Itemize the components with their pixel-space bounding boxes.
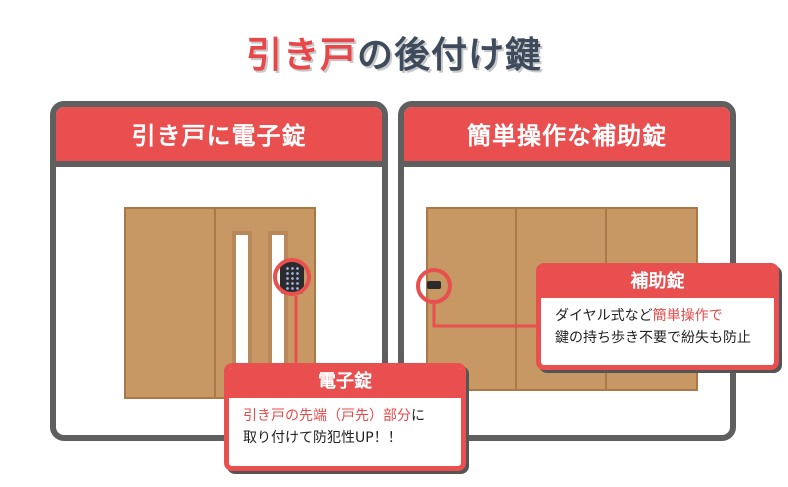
electronic-lock-callout: 電子錠 引き戸の先端（戸先）部分に 取り付けて防犯性UP！！ [224, 363, 466, 471]
callout-body: 引き戸の先端（戸先）部分に 取り付けて防犯性UP！！ [229, 398, 461, 449]
highlight-circle [416, 268, 452, 304]
title-rest: の後付け鍵 [357, 35, 543, 76]
aux-lock-callout: 補助錠 ダイヤル式など簡単操作で 鍵の持ち歩き不要で紛失も防止 [536, 263, 779, 370]
callout-heading: 補助錠 [541, 268, 774, 298]
callout-body: ダイヤル式など簡単操作で 鍵の持ち歩き不要で紛失も防止 [541, 298, 774, 349]
highlight-circle [273, 258, 311, 296]
callout-highlight: 引き戸の先端（戸先）部分 [243, 408, 411, 424]
card-heading: 簡単操作な補助錠 [404, 107, 730, 167]
callout-text: 鍵の持ち歩き不要で紛失も防止 [555, 330, 751, 346]
title-highlight: 引き戸 [245, 35, 357, 76]
callout-text: に [411, 408, 425, 424]
door-seam [214, 209, 216, 397]
card-heading: 引き戸に電子錠 [56, 107, 382, 167]
callout-highlight: 簡単操作で [652, 308, 723, 324]
door-seam [515, 209, 517, 389]
callout-heading: 電子錠 [229, 368, 461, 398]
callout-text: 取り付けて防犯性UP！！ [243, 430, 402, 446]
page-title: 引き戸の後付け鍵 [0, 34, 788, 78]
callout-text: ダイヤル式など [555, 308, 653, 324]
